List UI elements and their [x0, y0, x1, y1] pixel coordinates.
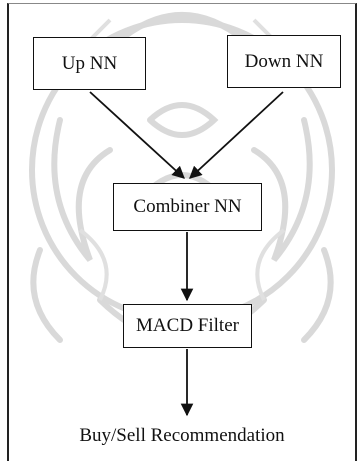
- output-label: Buy/Sell Recommendation: [79, 425, 285, 446]
- page-frame: [7, 3, 357, 461]
- down-nn-label: Down NN: [244, 50, 324, 72]
- arrow-up-to-combiner: [89, 91, 185, 179]
- up-nn-node: Up NN: [33, 37, 146, 90]
- up-nn-label: Up NN: [61, 52, 118, 74]
- macd-filter-node: MACD Filter: [123, 304, 252, 348]
- combiner-nn-node: Combiner NN: [113, 183, 262, 231]
- macd-filter-label: MACD Filter: [136, 315, 239, 336]
- arrow-down-to-combiner: [189, 91, 284, 179]
- combiner-nn-label: Combiner NN: [133, 196, 242, 217]
- down-nn-node: Down NN: [227, 35, 341, 88]
